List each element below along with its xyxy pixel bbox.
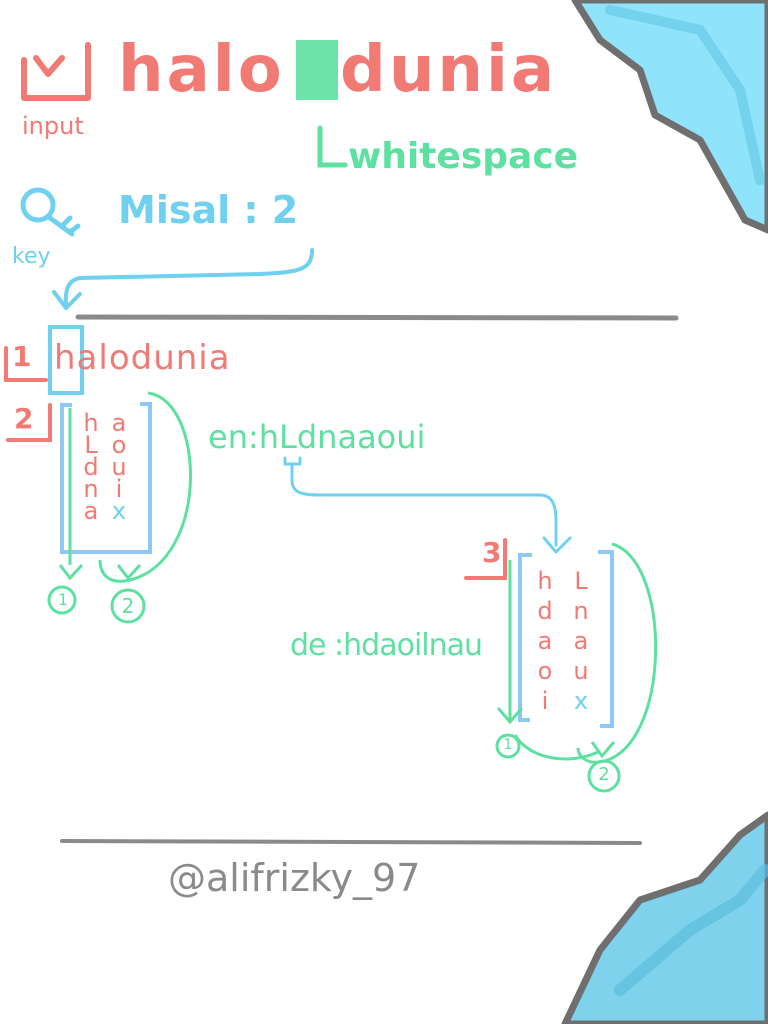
title-word-dunia: dunia (340, 33, 558, 107)
rail3-letter: n (573, 597, 589, 625)
bottom-divider (60, 839, 642, 845)
step2-bracket (6, 403, 52, 442)
author-handle: @alifrizky_97 (168, 856, 421, 900)
rail3-letter: o (537, 657, 553, 685)
key-label: key (12, 244, 51, 269)
encrypt-arrow (283, 456, 572, 554)
rail-fence-1-col2: a o u i x (106, 409, 132, 525)
circle-2-label: 2 (121, 594, 135, 618)
rail3-letter: i (541, 687, 549, 715)
rail1-letter: L (84, 431, 98, 459)
title-word-halo: halo (118, 33, 285, 107)
rail1-letter: a (83, 497, 99, 525)
rail3-letter: a (537, 627, 553, 655)
whitespace-label: whitespace (348, 136, 579, 177)
rail3-letter: a (573, 627, 589, 655)
rail3-letter: u (573, 657, 589, 685)
top-right-shard (571, 0, 768, 234)
step1-text: halodunia (54, 338, 231, 378)
circle-1-label: 1 (57, 590, 69, 609)
rail1-letter: n (83, 475, 99, 503)
whitespace-highlight (296, 40, 338, 100)
circle3-2-label: 2 (598, 764, 610, 785)
rail3-filler-x: x (573, 687, 589, 715)
rail-fence-1-col1: h L d n a (78, 409, 104, 525)
rail3-letter: h (537, 567, 553, 595)
rail1-letter: u (111, 453, 127, 481)
whitespace-arrow (317, 125, 348, 168)
rail-fence-2-col1: h d a o i (532, 566, 558, 716)
decrypt-text: de :hdaoilnau (290, 628, 483, 663)
rail1-letter: h (83, 409, 99, 437)
step2-marker: 2 (14, 402, 34, 435)
rail3-letter: L (574, 567, 588, 595)
input-tray-icon (21, 42, 91, 101)
key-example: Misal : 2 (118, 188, 299, 232)
step1-marker: 1 (12, 340, 32, 373)
circle3-1-label: 1 (503, 737, 513, 753)
rail1-letter: o (111, 431, 127, 459)
rail1-letter: a (111, 409, 127, 437)
rail-fence-2-frame (495, 542, 658, 793)
step1-bracket (4, 346, 48, 382)
rail-fence-1-frame (47, 391, 192, 624)
rail1-filler-x: x (111, 497, 127, 525)
rail-fence-2-col2: L n a u x (568, 566, 594, 716)
rail1-letter: d (83, 453, 99, 481)
bottom-right-shard (561, 811, 768, 1024)
rail3-letter: d (537, 597, 553, 625)
key-window-box (48, 325, 84, 395)
rail1-letter: i (115, 475, 123, 503)
step3-marker: 3 (482, 536, 502, 569)
step3-bracket (464, 538, 507, 580)
input-label: input (22, 112, 84, 140)
encrypt-text: en:hLdnaaoui (208, 418, 426, 456)
top-divider (75, 314, 679, 321)
key-icon (20, 187, 81, 237)
key-arrow (52, 248, 314, 310)
